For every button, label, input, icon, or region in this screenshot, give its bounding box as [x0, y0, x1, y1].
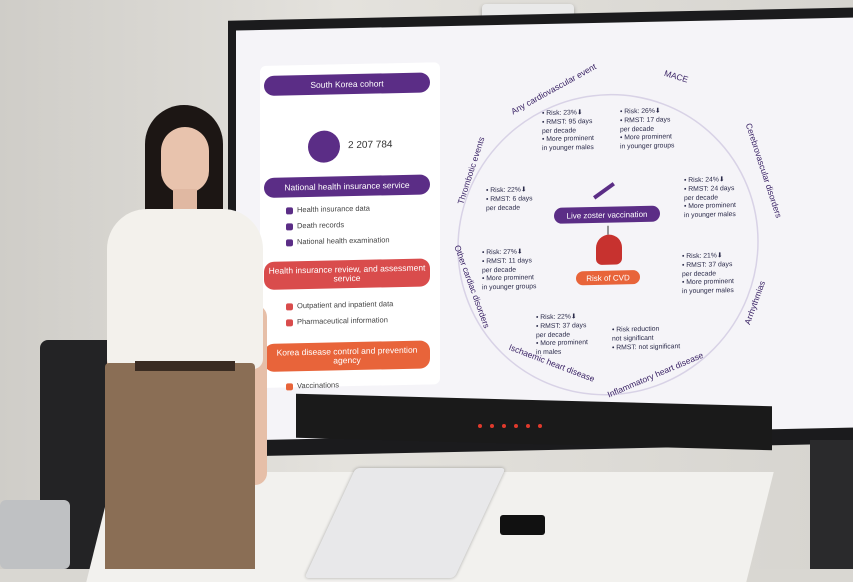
outcome-ring [457, 93, 759, 396]
indicator-light [538, 424, 542, 428]
slide-graphics [260, 62, 759, 396]
exposure-label: Live zoster vaccination [554, 205, 660, 224]
cohort-title: South Korea cohort [264, 72, 430, 96]
stat-ischaemic: • Risk: 22%⬇• RMST: 37 days per decade• … [536, 313, 588, 357]
stat-arrhythmias: • Risk: 21%⬇• RMST: 37 days per decade• … [682, 252, 734, 296]
presenter-face [161, 127, 209, 193]
presenter [95, 105, 275, 569]
pill-icon [286, 318, 293, 326]
presenter-belt [135, 361, 235, 371]
presenter-top [107, 209, 263, 369]
source-item: Vaccinations [286, 380, 339, 390]
indicator-light [526, 424, 530, 428]
left-panel-bg [260, 62, 440, 388]
indicator-light [514, 424, 518, 428]
stat-any-cv: • Risk: 23%⬇• RMST: 95 days per decade• … [542, 109, 594, 153]
source-item: Health insurance data [286, 204, 370, 215]
adapter-cable [500, 515, 545, 535]
office-chair [0, 500, 70, 569]
presenter-skirt [105, 363, 255, 569]
stethoscope-icon [286, 238, 293, 246]
office-chair [810, 440, 853, 569]
stat-inflammatory: • Risk reduction not significant• RMST: … [612, 325, 681, 352]
cohort-count: 2 207 784 [348, 139, 393, 152]
stat-mace: • Risk: 26%⬇• RMST: 17 days per decade• … [620, 107, 675, 151]
source-title-nhis: National health insurance service [264, 174, 430, 198]
heart-icon [596, 234, 622, 265]
source-item: Death records [286, 220, 344, 230]
outcome-label: Risk of CVD [576, 270, 640, 286]
person-icon [286, 302, 293, 310]
presentation-slide: South Korea cohort 2 207 784 National he… [236, 17, 853, 441]
syringe-icon [286, 382, 293, 390]
document-icon [286, 206, 293, 214]
indicator-light [478, 424, 482, 428]
source-title-hira: Health insurance review, and assessment … [264, 258, 430, 290]
stat-cerebro: • Risk: 24%⬇• RMST: 24 days per decade• … [684, 176, 736, 220]
source-title-kdca: Korea disease control and prevention age… [264, 340, 430, 372]
stat-other-cardiac: • Risk: 27%⬇• RMST: 11 days per decade• … [482, 248, 537, 292]
stat-thrombotic: • Risk: 22%⬇• RMST: 6 days per decade [486, 186, 533, 212]
indicator-light [502, 424, 506, 428]
indicator-light [490, 424, 494, 428]
people-icon [286, 222, 293, 230]
